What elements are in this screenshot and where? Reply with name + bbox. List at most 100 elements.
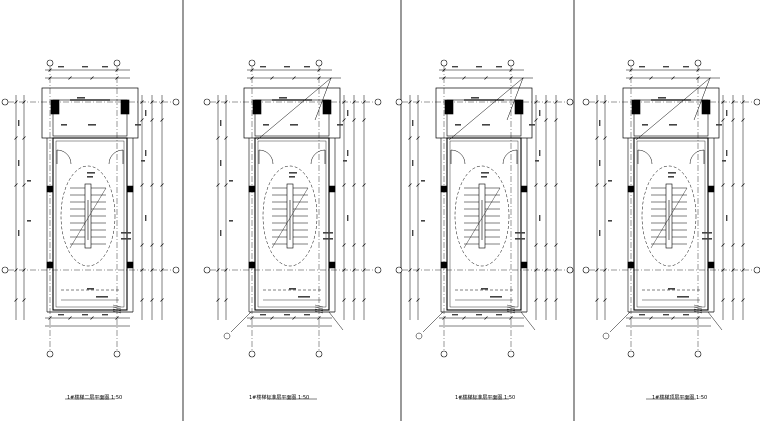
grid-bubble	[315, 350, 323, 358]
dimension-mark	[726, 150, 728, 156]
dimension-mark	[539, 150, 541, 156]
dimension-tick	[250, 316, 254, 320]
dimension-mark	[18, 230, 20, 236]
leader-line	[422, 311, 444, 333]
dimension-tick	[224, 298, 228, 302]
annotation-mark	[87, 172, 95, 174]
annotation-mark	[677, 296, 689, 298]
annotation-mark	[481, 176, 487, 178]
column	[46, 185, 54, 193]
dimension-tick	[408, 100, 412, 104]
dimension-tick	[442, 68, 446, 72]
column	[328, 261, 336, 269]
annotation-mark	[515, 232, 525, 234]
stairwell-wall	[254, 137, 330, 311]
plan-scale: 1:50	[297, 395, 310, 401]
dimension-tick	[22, 136, 26, 140]
annotation-mark	[668, 288, 675, 290]
annotation-mark	[702, 232, 712, 234]
dimension-tick	[224, 136, 228, 140]
dimension-tick	[731, 243, 735, 247]
upper-room-inner	[254, 99, 330, 137]
dimension-tick	[721, 243, 725, 247]
grid-bubble	[582, 266, 590, 274]
grid-bubble	[440, 350, 448, 358]
hatch	[693, 310, 703, 314]
dimension-tick	[317, 316, 321, 320]
dimension-tick	[509, 316, 513, 320]
annotation-mark	[27, 220, 31, 222]
dimension-tick	[140, 243, 144, 247]
dimension-tick	[544, 268, 548, 272]
dimension-tick	[741, 118, 745, 122]
dimension-tick	[603, 136, 607, 140]
stairwell-wall	[633, 137, 709, 311]
dimension-tick	[22, 298, 26, 302]
hatch	[314, 306, 324, 310]
grid-bubble	[374, 98, 382, 106]
dimension-tick	[534, 183, 538, 187]
dimension-tick	[250, 68, 254, 72]
dimension-mark	[476, 314, 482, 316]
dimension-tick	[352, 268, 356, 272]
dimension-tick	[731, 100, 735, 104]
dimension-mark	[220, 230, 222, 236]
annotation-mark	[289, 288, 296, 290]
dimension-tick	[115, 316, 119, 320]
dimension-tick	[317, 76, 321, 80]
annotation-mark	[87, 176, 93, 178]
dimension-tick	[554, 100, 558, 104]
column	[322, 99, 332, 115]
dimension-tick	[462, 76, 466, 80]
dimension-tick	[216, 183, 220, 187]
hatch	[506, 306, 516, 310]
dimension-tick	[534, 243, 538, 247]
grid-bubble	[113, 350, 121, 358]
leader-line	[707, 311, 723, 331]
annotation-mark	[608, 180, 612, 182]
dimension-tick	[48, 68, 52, 72]
stairwell-inner	[257, 140, 327, 308]
dimension-tick	[22, 100, 26, 104]
dimension-tick	[671, 76, 675, 80]
hatch	[506, 304, 516, 308]
dimension-tick	[696, 76, 700, 80]
dimension-mark	[683, 66, 689, 68]
leader-line	[328, 311, 344, 331]
annotation-mark	[455, 124, 461, 126]
dimension-tick	[416, 268, 420, 272]
turning-zone	[60, 165, 116, 267]
dimension-tick	[352, 243, 356, 247]
hatch	[693, 306, 703, 310]
dimension-tick	[484, 76, 488, 80]
dimension-tick	[534, 298, 538, 302]
grid-bubble	[507, 59, 515, 67]
annotation-mark	[515, 238, 525, 240]
column	[126, 261, 134, 269]
annotation-mark	[121, 238, 131, 240]
annotation-mark	[229, 180, 233, 182]
grid-bubble	[1, 266, 9, 274]
column	[120, 99, 130, 115]
plan-scale: 1:50	[695, 395, 708, 401]
index-symbol	[602, 332, 610, 340]
dimension-tick	[629, 68, 633, 72]
grid-bubble	[395, 266, 403, 274]
dimension-tick	[48, 316, 52, 320]
annotation-mark	[88, 124, 96, 126]
dimension-tick	[352, 100, 356, 104]
annotation-mark	[77, 97, 85, 99]
dimension-tick	[731, 118, 735, 122]
dimension-tick	[544, 243, 548, 247]
grid-bubble	[46, 59, 54, 67]
dimension-tick	[115, 68, 119, 72]
hatch	[693, 308, 703, 312]
leader-line	[314, 77, 332, 121]
grid-bubble	[46, 350, 54, 358]
dimension-tick	[544, 298, 548, 302]
column	[701, 99, 711, 115]
grid-bubble	[753, 266, 760, 274]
hatch	[112, 306, 122, 310]
annotation-mark	[529, 124, 535, 126]
